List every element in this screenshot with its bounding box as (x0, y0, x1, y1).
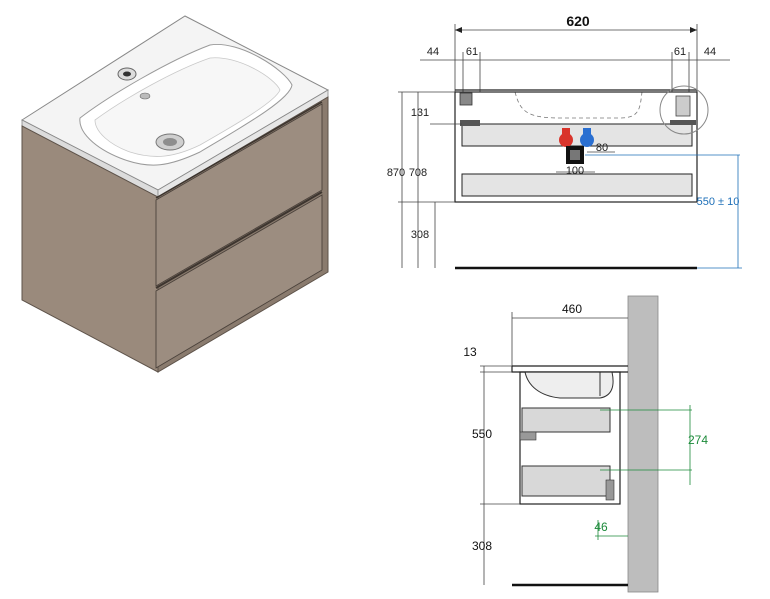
dim-side-right: 44 (704, 46, 716, 58)
dim-side-floor-height: 308 (472, 539, 492, 553)
dim-pipe-offset: 80 (596, 142, 608, 154)
dim-drain-height: 550 ± 10 (697, 196, 740, 208)
front-elevation: 620 44 61 61 44 (387, 13, 742, 270)
dim-drain-width: 100 (566, 165, 584, 177)
dim-top-height: 131 (411, 107, 429, 119)
dim-rail-offset: 46 (594, 520, 608, 534)
overflow-hole (139, 92, 151, 100)
dim-inner-left: 61 (466, 46, 478, 58)
dim-side-cabinet-height: 550 (472, 427, 492, 441)
dim-cabinet-height: 708 (409, 167, 427, 179)
wall (627, 295, 659, 593)
dim-floor-height: 308 (411, 229, 429, 241)
dim-inner-right: 61 (674, 46, 686, 58)
side-elevation: 460 13 550 308 274 46 (463, 295, 708, 593)
dim-depth: 460 (562, 302, 582, 316)
drawer-lower (155, 194, 323, 369)
cold-water-icon (580, 128, 594, 147)
drain-icon (566, 146, 584, 164)
dim-top-thickness: 13 (463, 345, 477, 359)
dim-total-height: 870 (387, 167, 405, 179)
dim-total-width: 620 (566, 13, 590, 29)
dim-side-left: 44 (427, 46, 439, 58)
hot-water-icon (559, 128, 573, 147)
cabinet-front-outline (454, 91, 698, 203)
vanity-3d-render (20, 15, 330, 373)
dim-rail-spacing: 274 (688, 433, 708, 447)
basin-inner-shadow (94, 57, 281, 157)
drawer-upper (155, 103, 323, 287)
